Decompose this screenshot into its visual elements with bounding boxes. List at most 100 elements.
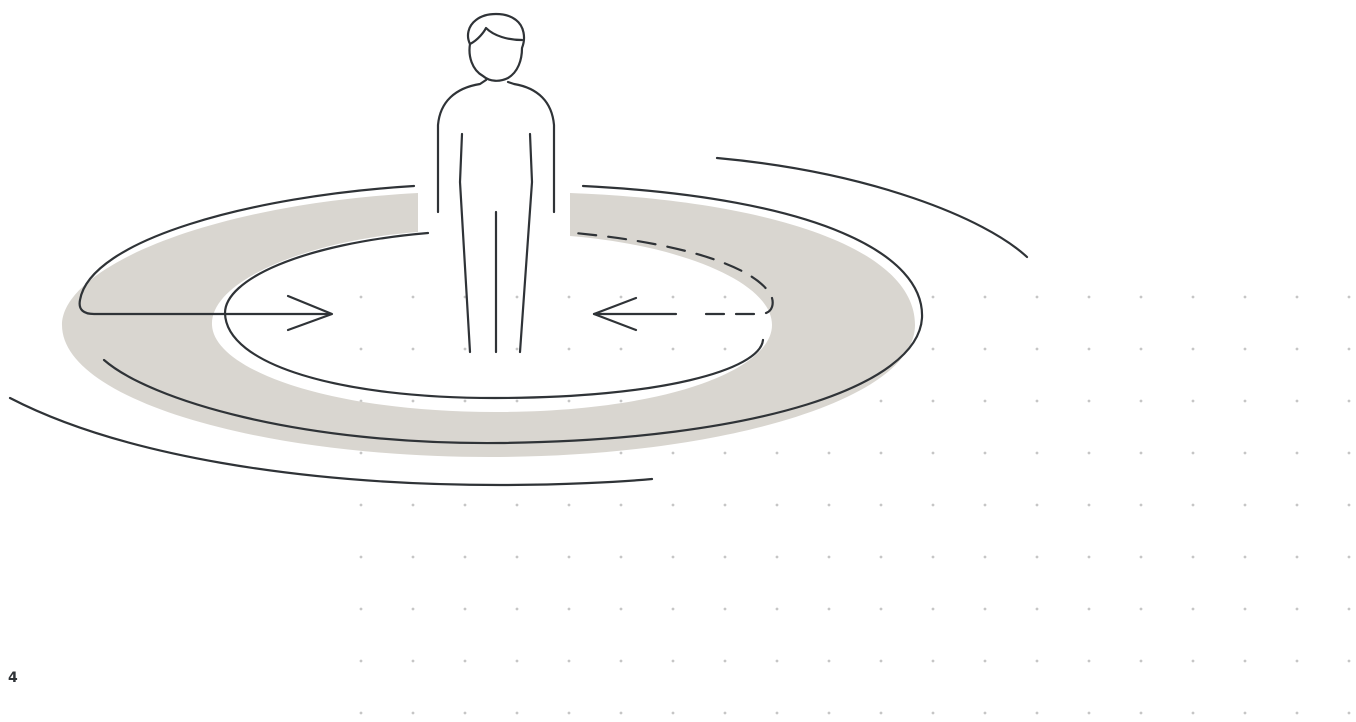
grid-dot <box>1192 556 1195 559</box>
grid-dot <box>360 296 363 299</box>
grid-dot <box>1244 660 1247 663</box>
grid-dot <box>1296 608 1299 611</box>
grid-dot <box>984 556 987 559</box>
grid-dot <box>1140 400 1143 403</box>
grid-dot <box>360 452 363 455</box>
grid-dot <box>1192 660 1195 663</box>
grid-dot <box>1140 296 1143 299</box>
grid-dot <box>1036 348 1039 351</box>
grid-dot <box>1036 608 1039 611</box>
grid-dot <box>1244 452 1247 455</box>
grid-dot <box>1348 504 1351 507</box>
grid-dot <box>568 400 571 403</box>
grid-dot <box>620 660 623 663</box>
grid-dot <box>1192 400 1195 403</box>
grid-dot <box>1348 296 1351 299</box>
grid-dot <box>724 504 727 507</box>
grid-dot <box>1036 296 1039 299</box>
grid-dot <box>1036 504 1039 507</box>
grid-dot <box>1192 296 1195 299</box>
grid-dot <box>724 608 727 611</box>
grid-dot <box>1244 400 1247 403</box>
grid-dot <box>932 452 935 455</box>
grid-dot <box>1140 348 1143 351</box>
grid-dot <box>516 296 519 299</box>
grid-dot <box>360 348 363 351</box>
grid-dot <box>1140 712 1143 715</box>
grid-dot <box>516 608 519 611</box>
grid-dot <box>724 348 727 351</box>
grid-dot <box>1296 712 1299 715</box>
grid-dot <box>828 504 831 507</box>
grid-dot <box>932 348 935 351</box>
grid-dot <box>1088 504 1091 507</box>
grid-dot <box>1140 660 1143 663</box>
grid-dot <box>1244 712 1247 715</box>
grid-dot <box>984 348 987 351</box>
grid-dot <box>672 452 675 455</box>
grid-dot <box>984 504 987 507</box>
grid-dot <box>984 452 987 455</box>
grid-dot <box>1348 400 1351 403</box>
grid-dot <box>1140 556 1143 559</box>
grid-dot <box>1296 452 1299 455</box>
grid-dot <box>620 400 623 403</box>
grid-dot <box>1088 348 1091 351</box>
grid-dot <box>1296 296 1299 299</box>
grid-dot <box>1140 504 1143 507</box>
grid-dot <box>620 296 623 299</box>
grid-dot <box>672 660 675 663</box>
grid-dot <box>568 556 571 559</box>
grid-dot <box>1296 504 1299 507</box>
grid-dot <box>724 452 727 455</box>
grid-dot <box>776 452 779 455</box>
ring-band <box>62 193 915 457</box>
grid-dot <box>1348 556 1351 559</box>
grid-dot <box>620 452 623 455</box>
grid-dot <box>620 556 623 559</box>
grid-dot <box>516 504 519 507</box>
grid-dot <box>1036 660 1039 663</box>
grid-dot <box>984 660 987 663</box>
grid-dot <box>1088 400 1091 403</box>
grid-dot <box>360 556 363 559</box>
grid-dot <box>932 660 935 663</box>
grid-dot <box>828 712 831 715</box>
grid-dot <box>516 348 519 351</box>
grid-dot <box>1244 348 1247 351</box>
grid-dot <box>880 712 883 715</box>
grid-dot <box>1140 608 1143 611</box>
grid-dot <box>412 348 415 351</box>
grid-dot <box>620 608 623 611</box>
grid-dot <box>1036 452 1039 455</box>
grid-dot <box>828 660 831 663</box>
grid-dot <box>1088 608 1091 611</box>
grid-dot <box>724 556 727 559</box>
page-number: 4 <box>8 668 18 688</box>
grid-dot <box>1348 608 1351 611</box>
grid-dot <box>672 348 675 351</box>
grid-dot <box>880 400 883 403</box>
grid-dot <box>724 660 727 663</box>
grid-dot <box>1244 504 1247 507</box>
grid-dot <box>880 504 883 507</box>
grid-dot <box>620 504 623 507</box>
grid-dot <box>412 400 415 403</box>
person-icon <box>438 14 554 352</box>
grid-dot <box>1140 452 1143 455</box>
grid-dot <box>1244 296 1247 299</box>
grid-dot <box>516 556 519 559</box>
grid-dot <box>1296 556 1299 559</box>
grid-dot <box>880 660 883 663</box>
grid-dot <box>464 712 467 715</box>
grid-dot <box>984 296 987 299</box>
grid-dot <box>464 608 467 611</box>
grid-dot <box>568 608 571 611</box>
grid-dot <box>776 712 779 715</box>
grid-dot <box>568 348 571 351</box>
grid-dot <box>516 712 519 715</box>
grid-dot <box>1348 348 1351 351</box>
grid-dot <box>360 608 363 611</box>
grid-dot <box>776 660 779 663</box>
